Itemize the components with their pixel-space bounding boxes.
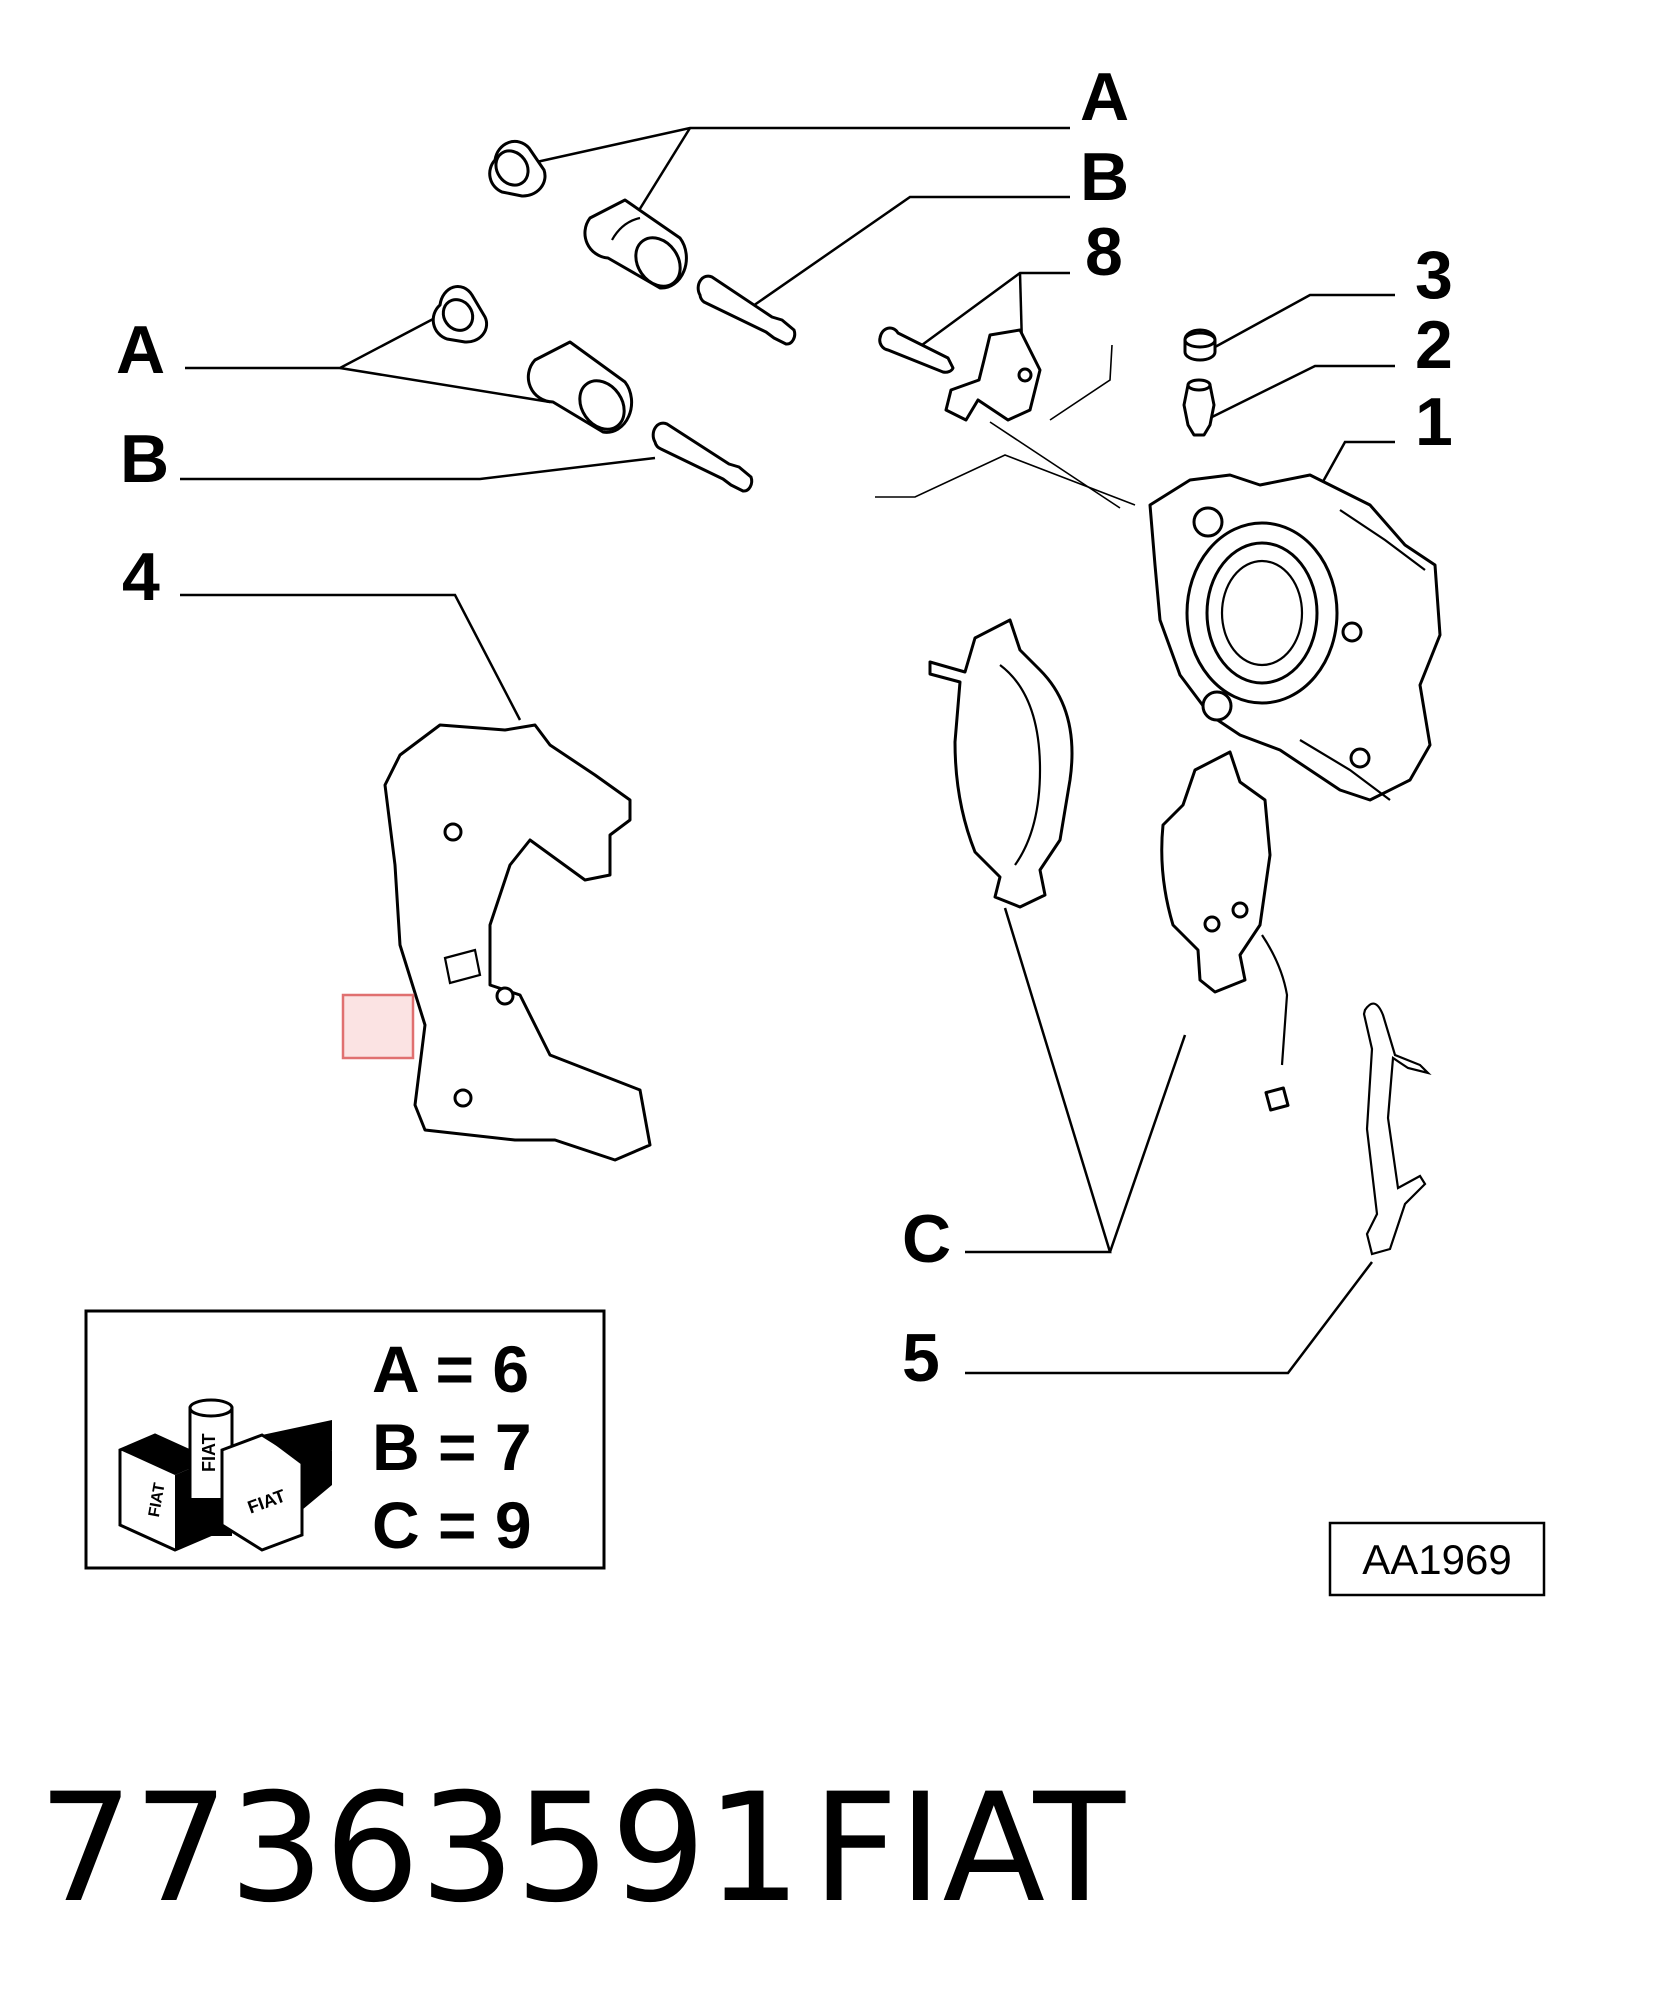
- legend-row-a: A = 6: [372, 1332, 529, 1406]
- bleed-screw-2: [1182, 378, 1216, 437]
- guide-pin-b-top: [696, 274, 797, 346]
- kit-legend-box: FIAT FIAT FIAT A = 6 B = 7 C = 9: [84, 1309, 606, 1570]
- axis-line-2: [1049, 344, 1113, 421]
- callout-2: 2: [1415, 307, 1453, 383]
- callout-5: 5: [902, 1320, 940, 1396]
- callout-8: 8: [1085, 214, 1123, 290]
- axis-line-3: [989, 421, 1121, 509]
- leader-a-left: [185, 316, 436, 370]
- leader-4: [180, 593, 522, 721]
- axis-line-1: [875, 454, 1136, 506]
- legend-row-c: C = 9: [372, 1488, 532, 1562]
- bushing-a-left: [431, 285, 489, 344]
- callout-4: 4: [122, 539, 160, 615]
- bracket-with-bolt-8: [878, 326, 1042, 422]
- kit-box-icon: FIAT FIAT FIAT: [118, 1398, 332, 1552]
- kit-logo-text-1: FIAT: [199, 1433, 219, 1472]
- callout-c: C: [902, 1201, 951, 1277]
- callout-a-left: A: [116, 312, 165, 388]
- brake-pad-c-front: [1160, 750, 1290, 1112]
- highlight-marker[interactable]: [341, 993, 415, 1060]
- leader-a-left-2: [339, 366, 551, 404]
- leader-b-left: [180, 456, 656, 481]
- callout-a-top: A: [1080, 59, 1129, 135]
- leader-c-2: [1108, 1034, 1187, 1253]
- leader-3: [1214, 293, 1395, 349]
- bleed-cap-3: [1183, 328, 1217, 362]
- sleeve-a-left: [526, 340, 634, 434]
- part-number: 77363591: [38, 1762, 801, 1936]
- callout-labels: A B 8 3 2 1 A B 4 C 5: [116, 59, 1453, 1396]
- leader-2: [1209, 364, 1395, 420]
- carrier-bracket-4: [383, 723, 652, 1162]
- legend-row-b: B = 7: [372, 1410, 532, 1484]
- reference-code: AA1969: [1362, 1536, 1511, 1583]
- leader-lines: [180, 126, 1395, 1375]
- callout-b-top: B: [1080, 139, 1129, 215]
- callout-3: 3: [1415, 237, 1453, 313]
- leader-b-top: [749, 195, 1070, 310]
- spring-clip-5: [1362, 1002, 1432, 1256]
- leader-a-top: [531, 126, 1070, 165]
- leader-c: [965, 907, 1112, 1254]
- sleeve-a-top: [583, 198, 688, 290]
- brake-pad-c-back: [928, 618, 1074, 909]
- callout-1: 1: [1415, 384, 1453, 460]
- brand-name: FIAT: [812, 1762, 1126, 1936]
- leader-5: [965, 1261, 1373, 1375]
- kit-logo-text-3: FIAT: [146, 1481, 169, 1518]
- reference-code-box: AA1969: [1328, 1521, 1546, 1597]
- bushing-a-top: [488, 139, 547, 198]
- callout-b-left: B: [120, 421, 169, 497]
- guide-pin-b-left: [651, 421, 754, 493]
- caliper-body-1: [1148, 473, 1442, 802]
